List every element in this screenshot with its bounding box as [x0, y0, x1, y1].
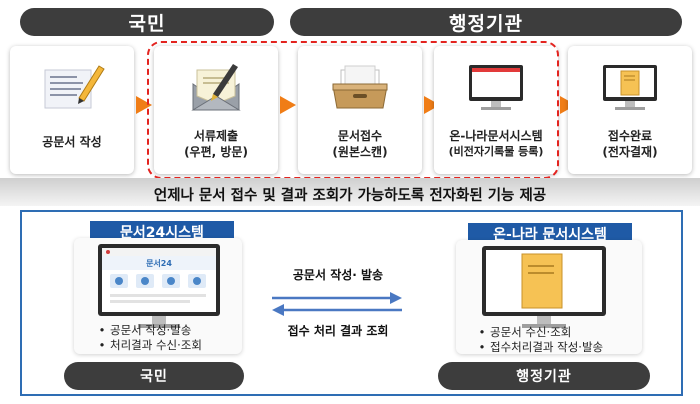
bullet-item: 공문서 작성·발송	[94, 323, 202, 338]
band-title: 언제나 문서 접수 및 결과 조회가 가능하도록 전자화된 기능 제공	[153, 188, 547, 204]
band-shadow	[0, 178, 700, 206]
document-tray-icon	[298, 58, 422, 118]
bullet-item: 접수처리결과 작성·발송	[474, 340, 603, 355]
agency-header-pill: 행정기관	[290, 8, 682, 36]
citizen-footer-pill: 국민	[64, 362, 244, 390]
result-label: 접수 처리 결과 조회	[287, 324, 389, 338]
citizen-header-pill: 국민	[20, 8, 274, 36]
step-label: 문서접수 (원본스캔)	[332, 129, 388, 159]
monitor-folder-icon	[568, 58, 692, 118]
envelope-pen-icon	[154, 58, 278, 118]
step-card-receive: 문서접수 (원본스캔)	[298, 46, 422, 174]
step-card-complete: 접수완료 (전자결재)	[568, 46, 692, 174]
step-label: 공문서 작성	[42, 135, 102, 149]
onnara-monitor-icon	[482, 246, 606, 336]
bidirectional-arrow-icon	[272, 292, 402, 316]
step-label: 서류제출 (우편, 방문)	[184, 129, 248, 159]
left-system-title: 문서24시스템	[90, 221, 234, 243]
paper-process-highlight	[147, 41, 559, 179]
step-label: 온-나라문서시스템 (비전자기록물 등록)	[448, 129, 544, 158]
step-label: 접수완료 (전자결재)	[602, 129, 658, 159]
step-card-onnara: 온-나라문서시스템 (비전자기록물 등록)	[434, 46, 558, 174]
send-label: 공문서 작성· 발송	[292, 268, 384, 282]
right-system-bullets: 공문서 수신·조회 접수처리결과 작성·발송	[474, 325, 603, 355]
bullet-item: 공문서 수신·조회	[474, 325, 603, 340]
step-card-write: 공문서 작성	[10, 46, 134, 174]
screen-brand-text: 문서24	[146, 259, 172, 268]
right-system-title: 온-나라 문서시스템	[468, 223, 632, 245]
monitor-icon	[434, 58, 558, 118]
munseo24-monitor-icon	[98, 244, 220, 334]
agency-footer-pill: 행정기관	[438, 362, 650, 390]
left-system-bullets: 공문서 작성·발송 처리결과 수신·조회	[94, 323, 202, 353]
flow-arrow	[280, 96, 296, 114]
bullet-item: 처리결과 수신·조회	[94, 338, 202, 353]
document-writing-icon	[10, 58, 134, 118]
step-card-submit: 서류제출 (우편, 방문)	[154, 46, 278, 174]
